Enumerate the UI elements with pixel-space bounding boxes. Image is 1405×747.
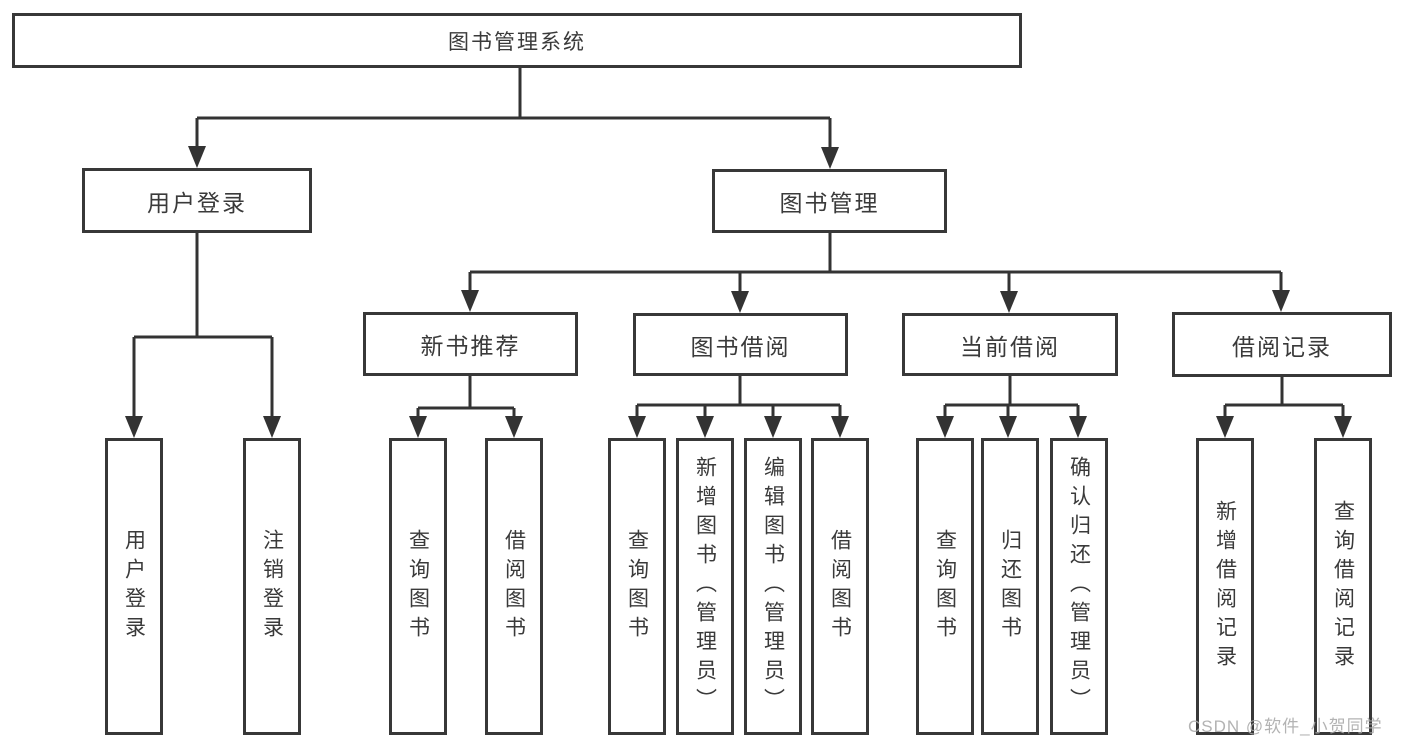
leaf-query-books-borrow-label: 查询图书 [625,528,649,645]
leaf-borrow-books-recommend-label: 借阅图书 [502,528,526,645]
leaf-return-books-label: 归还图书 [998,528,1022,645]
node-new-book-recommend: 新书推荐 [363,312,578,376]
leaf-edit-book-admin-label: 编辑图书（管理员） [761,456,785,717]
leaf-query-books-recommend: 查询图书 [389,438,447,735]
leaf-query-borrow-record: 查询借阅记录 [1314,438,1372,735]
node-book-borrow-label: 图书借阅 [690,333,791,360]
node-current-borrow-label: 当前借阅 [960,333,1060,360]
node-user-login: 用户登录 [82,168,312,233]
node-library-system: 图书管理系统 [12,13,1022,68]
leaf-logout: 注销登录 [243,438,301,735]
leaf-add-book-admin-label: 新增图书（管理员） [693,456,717,717]
leaf-edit-book-admin: 编辑图书（管理员） [744,438,802,735]
leaf-query-books-borrow: 查询图书 [608,438,666,735]
leaf-add-book-admin: 新增图书（管理员） [676,438,734,735]
node-library-system-label: 图书管理系统 [448,30,586,54]
leaf-confirm-return-admin: 确认归还（管理员） [1050,438,1108,735]
node-current-borrow: 当前借阅 [902,313,1118,376]
leaf-user-login: 用户登录 [105,438,163,735]
leaf-query-books-current-label: 查询图书 [933,528,957,645]
node-book-borrow: 图书借阅 [633,313,848,376]
leaf-query-books-current: 查询图书 [916,438,974,735]
leaf-query-books-recommend-label: 查询图书 [406,528,430,645]
node-book-management: 图书管理 [712,169,947,233]
leaf-query-borrow-record-label: 查询借阅记录 [1331,499,1355,674]
leaf-add-borrow-record-label: 新增借阅记录 [1213,499,1237,674]
leaf-borrow-books: 借阅图书 [811,438,869,735]
leaf-user-login-label: 用户登录 [122,528,146,645]
node-borrow-records-label: 借阅记录 [1232,333,1332,360]
leaf-add-borrow-record: 新增借阅记录 [1196,438,1254,735]
leaf-borrow-books-label: 借阅图书 [828,528,852,645]
leaf-borrow-books-recommend: 借阅图书 [485,438,543,735]
node-borrow-records: 借阅记录 [1172,312,1392,377]
node-user-login-label: 用户登录 [147,189,247,216]
leaf-return-books: 归还图书 [981,438,1039,735]
leaf-confirm-return-admin-label: 确认归还（管理员） [1067,456,1091,717]
node-new-book-recommend-label: 新书推荐 [420,333,521,359]
leaf-logout-label: 注销登录 [260,528,284,645]
csdn-watermark: CSDN @软件_小贺同学 [1188,717,1383,736]
node-book-management-label: 图书管理 [779,190,880,216]
